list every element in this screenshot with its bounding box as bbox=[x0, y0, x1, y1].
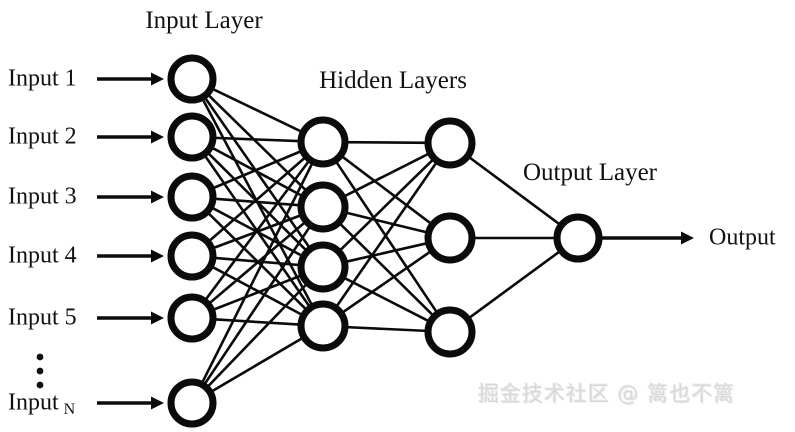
neuron-node bbox=[297, 116, 349, 168]
input-arrow-head bbox=[151, 311, 164, 325]
input-labels: Input 1 Input 2 Input 3 Input 4 Input 5 Input… bbox=[8, 66, 77, 418]
input-label: Input 1 bbox=[8, 66, 77, 92]
connection-edge bbox=[208, 335, 306, 394]
neuron-node bbox=[167, 172, 217, 222]
connection-edge bbox=[343, 241, 430, 264]
ellipsis-dot bbox=[36, 353, 44, 361]
neuron-node bbox=[424, 212, 476, 264]
neuron-node bbox=[297, 181, 349, 233]
neuron-nodes bbox=[167, 54, 603, 428]
neuron-node bbox=[167, 378, 217, 428]
connection-edge bbox=[333, 159, 440, 310]
connection-edge bbox=[204, 281, 310, 390]
connection-edge bbox=[209, 148, 305, 191]
connection-edge bbox=[343, 140, 430, 145]
connection-edge bbox=[211, 197, 303, 207]
input-arrow-head bbox=[151, 130, 164, 144]
neuron-node bbox=[167, 112, 217, 162]
connection-edge bbox=[338, 153, 435, 227]
neuron-node bbox=[167, 231, 217, 281]
connection-edge bbox=[202, 223, 313, 388]
input-layer-title: Input Layer bbox=[145, 7, 263, 34]
neuron-node bbox=[297, 300, 349, 352]
connection-edge bbox=[199, 160, 315, 386]
connection-edge bbox=[211, 136, 303, 143]
hidden-layers-title: Hidden Layers bbox=[319, 67, 467, 94]
input-arrow-head bbox=[151, 190, 164, 204]
output-arrow-head bbox=[681, 231, 694, 245]
input-arrow-head bbox=[151, 72, 164, 86]
input-arrow-head bbox=[151, 249, 164, 263]
connection-edge bbox=[211, 317, 303, 327]
connection-edge bbox=[337, 156, 436, 254]
neuron-node bbox=[424, 117, 476, 169]
connection-edge bbox=[209, 86, 305, 135]
watermark-text: 掘金技术社区 @ 篱也不篱 bbox=[478, 382, 736, 406]
neuron-node bbox=[167, 54, 217, 104]
connection-edge bbox=[341, 151, 432, 199]
neuron-node bbox=[167, 293, 217, 343]
input-arrow-head bbox=[151, 396, 164, 410]
connection-edge bbox=[341, 275, 432, 324]
connection-edge bbox=[205, 92, 309, 194]
input-label: Input 5 bbox=[8, 305, 77, 331]
connection-edge bbox=[210, 273, 304, 312]
neuron-node bbox=[553, 213, 603, 263]
connection-edges bbox=[199, 86, 563, 394]
connection-edge bbox=[339, 248, 434, 316]
connection-edge bbox=[333, 158, 440, 316]
input-label: Input 2 bbox=[8, 124, 77, 150]
neuron-node bbox=[297, 241, 349, 293]
connection-edge bbox=[206, 219, 308, 307]
ellipsis-dot bbox=[36, 381, 44, 389]
connection-edge bbox=[343, 325, 430, 333]
connection-edge bbox=[343, 210, 430, 235]
neuron-node bbox=[424, 306, 476, 358]
connection-edge bbox=[466, 154, 563, 228]
connection-edge bbox=[206, 154, 309, 244]
vertical-ellipsis-icon bbox=[36, 353, 44, 389]
io-arrows bbox=[97, 72, 694, 410]
input-label: Input 3 bbox=[8, 184, 77, 210]
output-layer-title: Output Layer bbox=[523, 159, 658, 186]
input-label-subscript: N bbox=[64, 401, 76, 418]
ellipsis-dot bbox=[36, 367, 44, 375]
connection-edge bbox=[466, 248, 563, 321]
output-label: Output bbox=[709, 225, 776, 251]
input-label: Input 4 bbox=[8, 243, 77, 269]
connection-edge bbox=[202, 158, 312, 303]
